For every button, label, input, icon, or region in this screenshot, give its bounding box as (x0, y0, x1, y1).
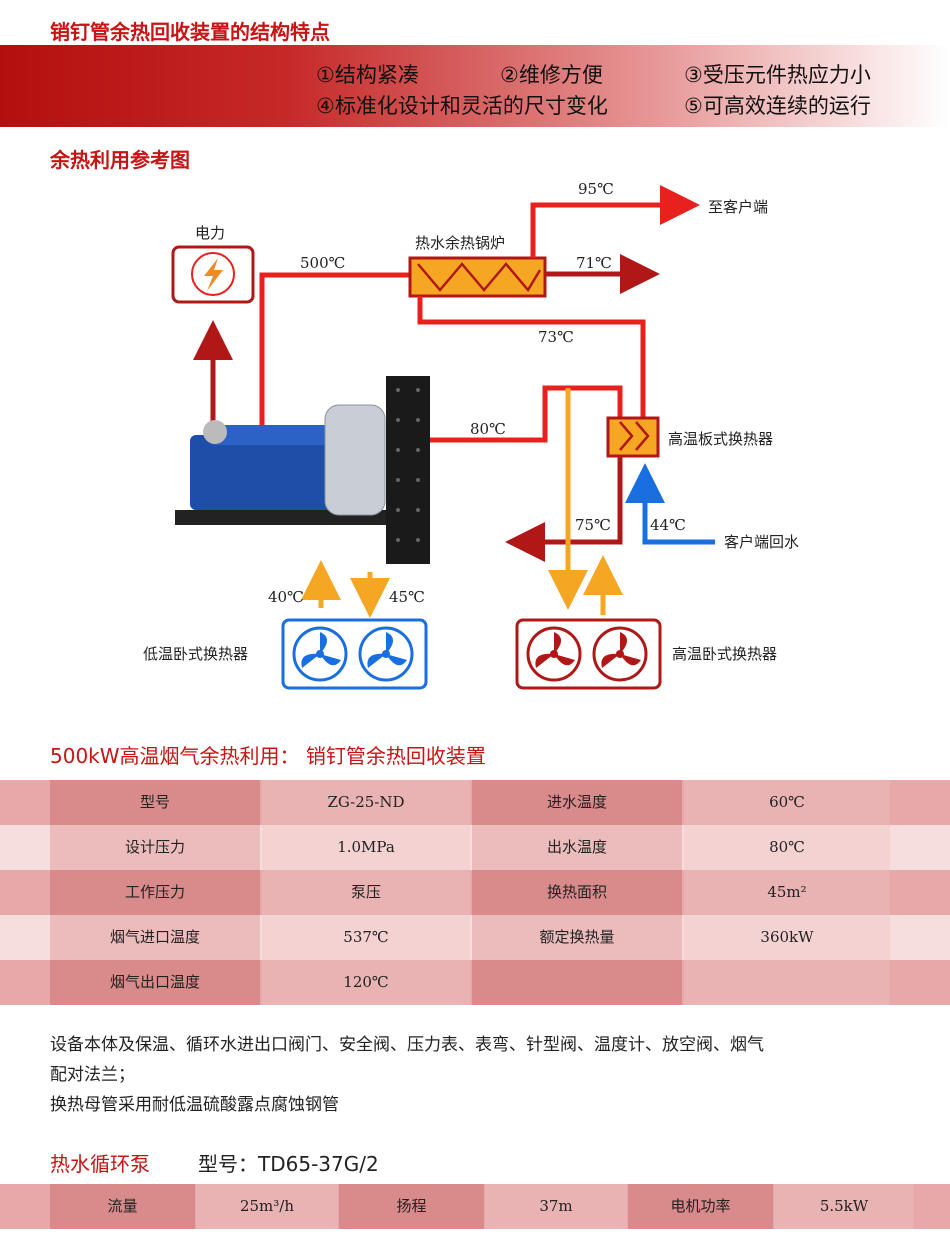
table-cell: ZG-25-ND (262, 780, 470, 825)
feature-item: ⑤可高效连续的运行 (684, 94, 871, 118)
high-temp-hx-box (515, 618, 662, 690)
generator-image (175, 376, 430, 564)
label-high-hx: 高温卧式换热器 (672, 645, 778, 663)
table-cell: 流量 (50, 1184, 195, 1229)
fan-icon (292, 626, 348, 682)
fan-icon (358, 626, 414, 682)
section-title-pump: 热水循环泵 (50, 1152, 150, 1176)
table-cell: 换热面积 (472, 870, 682, 915)
features-banner: ①结构紧凑 ②维修方便 ③受压元件热应力小 ④标准化设计和灵活的尺寸变化 ⑤可高… (0, 45, 950, 127)
spec-note: 设备本体及保温、循环水进出口阀门、安全阀、压力表、表弯、针型阀、温度计、放空阀、… (50, 1030, 910, 1120)
label-t71: 71℃ (576, 254, 612, 272)
table-cell: 进水温度 (472, 780, 682, 825)
hot-water-line (530, 185, 700, 258)
line-80 (430, 385, 623, 443)
fan-icon (526, 626, 582, 682)
label-t73: 73℃ (538, 328, 574, 346)
note-line: 换热母管采用耐低温硫酸露点腐蚀钢管 (50, 1095, 339, 1115)
table-cell: 60℃ (684, 780, 890, 825)
label-t80: 80℃ (470, 420, 506, 438)
label-t44: 44℃ (650, 516, 686, 534)
section-title-diagram: 余热利用参考图 (50, 148, 190, 172)
table-cell: 扬程 (339, 1184, 484, 1229)
low-temp-hx-box (281, 618, 428, 690)
table-cell: 泵压 (262, 870, 470, 915)
label-t75: 75℃ (575, 516, 611, 534)
plate-hx-box (606, 416, 660, 458)
fan-icon (592, 626, 648, 682)
table-cell: 额定换热量 (472, 915, 682, 960)
label-return-water: 客户端回水 (724, 533, 800, 551)
table-cell: 设计压力 (50, 825, 260, 870)
table-cell: 120℃ (262, 960, 470, 1005)
table-cell: 5.5kW (774, 1184, 914, 1229)
label-boiler: 热水余热锅炉 (415, 234, 506, 252)
table-row: 工作压力 泵压 换热面积 45m² (0, 870, 950, 915)
label-power: 电力 (195, 224, 226, 242)
table-row: 烟气进口温度 537℃ 额定换热量 360kW (0, 915, 950, 960)
table-cell: 烟气出口温度 (50, 960, 260, 1005)
table-cell: 烟气进口温度 (50, 915, 260, 960)
table-cell: 电机功率 (628, 1184, 773, 1229)
label-customer: 至客户端 (708, 198, 769, 216)
table-row: 型号 ZG-25-ND 进水温度 60℃ (0, 780, 950, 825)
pump-model: 型号：TD65-37G/2 (198, 1152, 379, 1176)
table-cell: 1.0MPa (262, 825, 470, 870)
table-cell: 537℃ (262, 915, 470, 960)
line-75 (505, 456, 623, 562)
table-cell: 37m (485, 1184, 627, 1229)
diagram-svg (171, 185, 715, 690)
table-cell (472, 960, 682, 1005)
table-cell: 型号 (50, 780, 260, 825)
feature-item: ①结构紧凑 (316, 63, 419, 87)
feature-item: ②维修方便 (500, 63, 603, 87)
table-cell: 出水温度 (472, 825, 682, 870)
boiler-box (408, 256, 547, 298)
section-title-spec: 500kW高温烟气余热利用： 销钉管余热回收装置 (50, 744, 486, 768)
label-t500: 500℃ (300, 254, 346, 272)
note-line: 配对法兰； (50, 1065, 135, 1085)
pump-table-row: 流量 25m³/h 扬程 37m 电机功率 5.5kW (0, 1184, 950, 1229)
table-cell: 360kW (684, 915, 890, 960)
label-plate-hx: 高温板式换热器 (668, 430, 774, 448)
section-title-features: 销钉管余热回收装置的结构特点 (50, 20, 330, 44)
label-t40: 40℃ (268, 588, 304, 606)
power-box (171, 245, 255, 304)
label-low-hx: 低温卧式换热器 (143, 645, 249, 663)
table-cell: 45m² (684, 870, 890, 915)
heat-recovery-diagram: 电力 热水余热锅炉 95℃ 至客户端 500℃ 71℃ 73℃ 80℃ 高温板式… (0, 170, 950, 700)
table-cell: 25m³/h (196, 1184, 338, 1229)
table-row: 烟气出口温度 120℃ (0, 960, 950, 1005)
lightning-icon (204, 258, 223, 291)
loop-73-line (417, 296, 646, 418)
table-row: 设计压力 1.0MPa 出水温度 80℃ (0, 825, 950, 870)
note-line: 设备本体及保温、循环水进出口阀门、安全阀、压力表、表弯、针型阀、温度计、放空阀、… (50, 1035, 764, 1055)
table-cell: 工作压力 (50, 870, 260, 915)
table-cell: 80℃ (684, 825, 890, 870)
feature-item: ④标准化设计和灵活的尺寸变化 (316, 94, 608, 118)
return-line (625, 463, 715, 545)
table-cell (684, 960, 890, 1005)
feature-item: ③受压元件热应力小 (684, 63, 871, 87)
label-t45: 45℃ (389, 588, 425, 606)
label-t95: 95℃ (578, 180, 614, 198)
exhaust-line (259, 272, 410, 445)
